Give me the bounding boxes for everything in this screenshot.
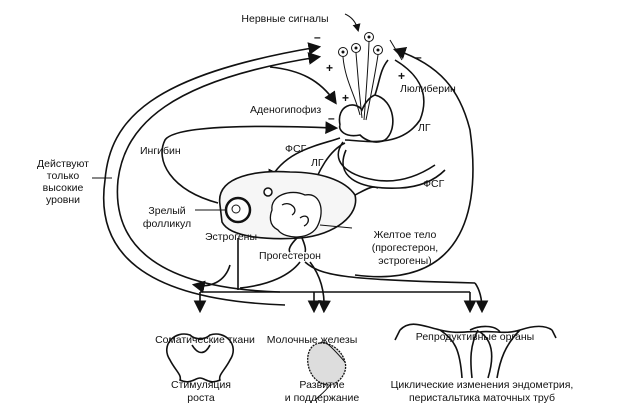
corpus-luteum-icon [269, 191, 322, 238]
feedback-loop-outer [103, 42, 322, 306]
label-cyclic-changes: Циклические изменения эндометрия, перист… [391, 379, 574, 404]
sign-minus: – [314, 30, 321, 44]
label-corpus-luteum: Желтое тело (прогестерон, эстрогены) [372, 229, 438, 267]
sign-plus: + [342, 91, 349, 105]
svg-text:уровни: уровни [46, 194, 80, 206]
label-fsh: ФСГ [423, 178, 445, 190]
svg-text:роста: роста [187, 392, 215, 404]
label-estrogens: Эстрогены [205, 231, 257, 243]
pelvis-icon [166, 333, 234, 383]
uterus-icon [394, 323, 557, 379]
label-fsh: ФСГ [285, 143, 307, 155]
sign-plus: + [326, 61, 333, 75]
sign-plus: + [398, 69, 405, 83]
label-lh: ЛГ [311, 157, 324, 169]
svg-text:(прогестерон,: (прогестерон, [372, 242, 438, 254]
svg-text:Развитие: Развитие [299, 379, 344, 391]
label-growth-stimulation: Стимуляция роста [171, 379, 231, 404]
ovary-icon [219, 170, 379, 240]
label-progesterone: Прогестерон [259, 250, 321, 262]
hypothalamic-neurons-icon [338, 32, 383, 121]
label-lh: ЛГ [418, 122, 431, 134]
label-mammary-glands: Молочные железы [267, 334, 358, 346]
label-somatic-tissues: Соматические ткани [155, 334, 255, 346]
label-inhibin: Ингибин [140, 145, 181, 157]
inhibin-arrow [161, 121, 339, 204]
svg-text:Желтое тело: Желтое тело [374, 229, 437, 241]
svg-text:Действуют: Действуют [37, 158, 89, 170]
svg-text:Стимуляция: Стимуляция [171, 379, 231, 391]
sign-minus: – [415, 50, 422, 64]
label-mature-follicle: Зрелый фолликул [143, 205, 191, 230]
sign-minus: – [328, 111, 335, 125]
svg-text:эстрогены): эстрогены) [378, 255, 431, 267]
label-nerve-signals: Нервные сигналы [241, 13, 328, 25]
label-high-levels: Действуют только высокие уровни [37, 158, 89, 206]
mammary-gland-icon [307, 341, 347, 401]
label-reproductive-organs: Репродуктивные органы [416, 331, 534, 343]
svg-text:Зрелый: Зрелый [148, 205, 185, 217]
label-luliberin: Люлиберин [400, 83, 456, 95]
svg-text:и поддержание: и поддержание [285, 392, 360, 404]
svg-text:перистальтика маточных труб: перистальтика маточных труб [409, 392, 555, 404]
label-adenohypophysis: Аденогипофиз [250, 104, 321, 116]
svg-text:только: только [47, 170, 80, 182]
svg-text:фолликул: фолликул [143, 218, 191, 230]
svg-text:высокие: высокие [43, 182, 84, 194]
svg-text:Циклические изменения эндометр: Циклические изменения эндометрия, [391, 379, 574, 391]
label-development: Развитие и поддержание [285, 379, 360, 404]
